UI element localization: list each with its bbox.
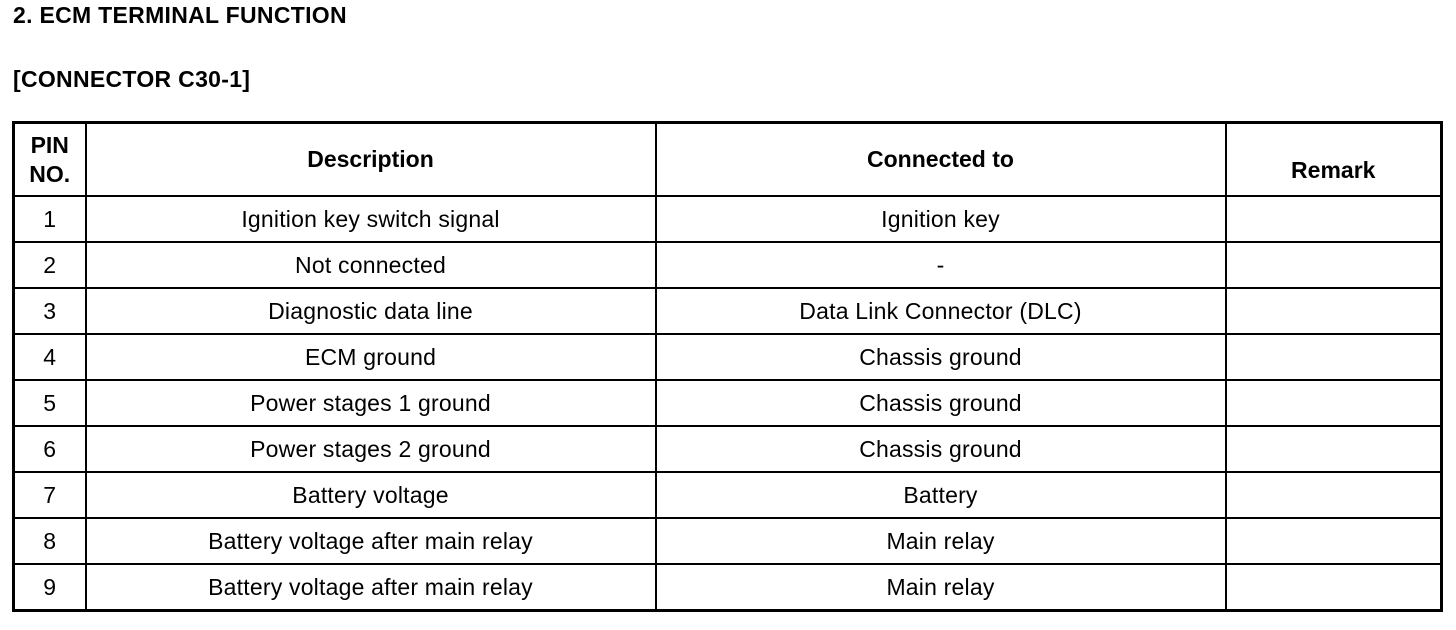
pin-cell: 5 [12, 379, 87, 427]
pin-cell: 2 [12, 241, 87, 289]
header-pin-no: PIN NO. [12, 121, 87, 197]
pin-cell: 8 [12, 517, 87, 565]
remark-cell [1224, 241, 1443, 289]
table-row: 7 Battery voltage Battery [12, 471, 1443, 519]
connected-to-cell: Data Link Connector (DLC) [654, 287, 1227, 335]
remark-cell [1224, 563, 1443, 612]
description-cell: Battery voltage after main relay [84, 563, 657, 612]
description-cell: Battery voltage after main relay [84, 517, 657, 565]
pin-cell: 6 [12, 425, 87, 473]
pin-cell: 7 [12, 471, 87, 519]
connected-to-cell: Main relay [654, 563, 1227, 612]
remark-cell [1224, 425, 1443, 473]
remark-cell [1224, 195, 1443, 243]
pin-cell: 3 [12, 287, 87, 335]
description-cell: Power stages 1 ground [84, 379, 657, 427]
table-row: 4 ECM ground Chassis ground [12, 333, 1443, 381]
remark-cell [1224, 471, 1443, 519]
description-cell: Power stages 2 ground [84, 425, 657, 473]
connected-to-cell: Chassis ground [654, 425, 1227, 473]
table-row: 2 Not connected - [12, 241, 1443, 289]
remark-cell [1224, 333, 1443, 381]
remark-cell [1224, 287, 1443, 335]
table-row: 9 Battery voltage after main relay Main … [12, 563, 1443, 612]
header-pin-line2: NO. [29, 160, 71, 187]
header-connected-to: Connected to [654, 121, 1227, 197]
description-cell: ECM ground [84, 333, 657, 381]
description-cell: Ignition key switch signal [84, 195, 657, 243]
header-remark-label: Remark [1291, 157, 1376, 183]
table-row: 3 Diagnostic data line Data Link Connect… [12, 287, 1443, 335]
connector-heading: [CONNECTOR C30-1] [13, 66, 251, 92]
terminal-function-table: PIN NO. Description Connected to Remark … [12, 121, 1443, 612]
table-row: 1 Ignition key switch signal Ignition ke… [12, 195, 1443, 243]
table-header-row: PIN NO. Description Connected to Remark [12, 121, 1443, 197]
remark-cell [1224, 379, 1443, 427]
header-description: Description [84, 121, 657, 197]
description-cell: Diagnostic data line [84, 287, 657, 335]
connected-to-cell: Ignition key [654, 195, 1227, 243]
remark-cell [1224, 517, 1443, 565]
pin-cell: 4 [12, 333, 87, 381]
pin-cell: 1 [12, 195, 87, 243]
connected-to-cell: Chassis ground [654, 379, 1227, 427]
section-heading: 2. ECM TERMINAL FUNCTION [13, 2, 347, 28]
header-pin-line1: PIN [30, 131, 69, 158]
connected-to-cell: Battery [654, 471, 1227, 519]
pin-cell: 9 [12, 563, 87, 612]
description-cell: Battery voltage [84, 471, 657, 519]
connected-to-cell: - [654, 241, 1227, 289]
table-row: 5 Power stages 1 ground Chassis ground [12, 379, 1443, 427]
connected-to-cell: Chassis ground [654, 333, 1227, 381]
header-remark: Remark [1224, 121, 1443, 197]
table-row: 6 Power stages 2 ground Chassis ground [12, 425, 1443, 473]
table-row: 8 Battery voltage after main relay Main … [12, 517, 1443, 565]
connected-to-cell: Main relay [654, 517, 1227, 565]
description-cell: Not connected [84, 241, 657, 289]
